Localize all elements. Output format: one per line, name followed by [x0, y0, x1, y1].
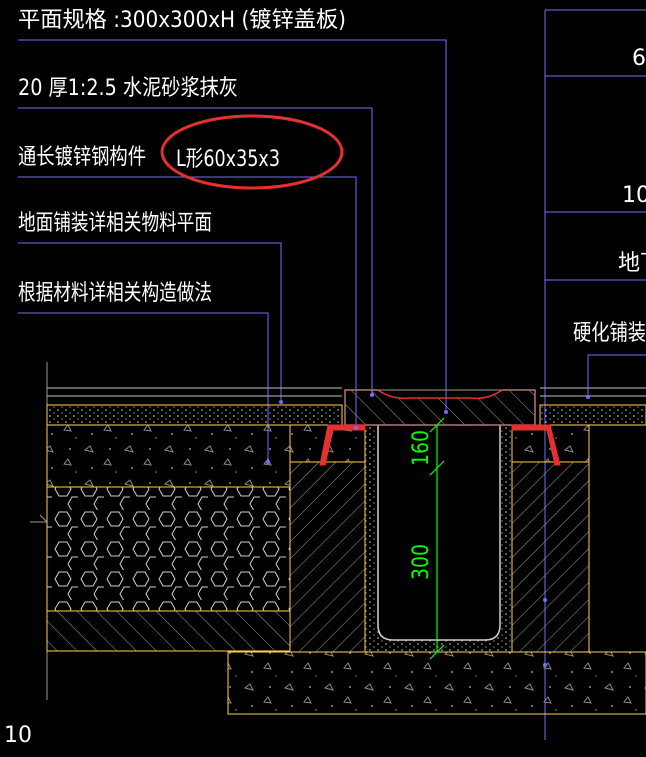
mortar-label: 20 厚1:2.5 水泥砂浆抹灰	[18, 76, 238, 101]
right-label-4: 硬化铺装	[573, 321, 646, 346]
channel-wall-left	[289, 461, 366, 653]
leader-dot	[543, 663, 547, 667]
steel-angle-left	[319, 424, 366, 466]
base-slab	[227, 651, 646, 715]
leader-dot	[543, 598, 547, 602]
paving-ref-label: 地面铺装详相关物料平面	[18, 211, 212, 236]
leader-paving	[18, 242, 282, 402]
right-label-2: 10C	[622, 183, 646, 208]
right-label-3: 地下	[618, 251, 646, 276]
dimension-tick-bottom	[429, 644, 445, 660]
leader-dot	[586, 395, 590, 399]
paving-leader	[587, 354, 646, 397]
leader-grating	[18, 39, 447, 412]
grating-spec-label: 平面规格 :300x300xH (镀锌盖板)	[18, 8, 346, 33]
break-symbol	[30, 514, 49, 523]
mortar-layer	[46, 404, 343, 426]
channel-liner	[377, 425, 501, 641]
grating-outline	[344, 389, 536, 426]
leader-dot	[444, 410, 448, 414]
leader-steel	[18, 176, 357, 428]
leader-dot	[279, 400, 283, 404]
dimension-300: 300	[409, 544, 434, 580]
dimension-160: 160	[409, 430, 434, 466]
leader-dot	[370, 393, 374, 397]
highlight-ellipse	[160, 114, 344, 190]
right-label-1: 6	[632, 46, 646, 71]
leader-dot	[354, 426, 358, 430]
channel-wall-right	[511, 461, 590, 653]
steel-member-label: 通长镀锌钢构件	[18, 145, 146, 170]
mortar-layer-right	[539, 404, 646, 426]
gravel-layer	[46, 486, 291, 612]
concrete-base-left	[46, 424, 291, 488]
dimension-tick-top	[429, 417, 445, 433]
steel-size-label: L形60x35x3	[176, 147, 280, 172]
bottom-left-label: 10	[4, 723, 32, 748]
dimension-tick-mid	[429, 460, 445, 476]
method-ref-label: 根据材料详相关构造做法	[18, 281, 212, 306]
steel-angle-right	[511, 424, 561, 466]
soil-layer-left	[46, 610, 291, 652]
leader-mortar	[18, 107, 373, 395]
leader-dot	[266, 460, 270, 464]
